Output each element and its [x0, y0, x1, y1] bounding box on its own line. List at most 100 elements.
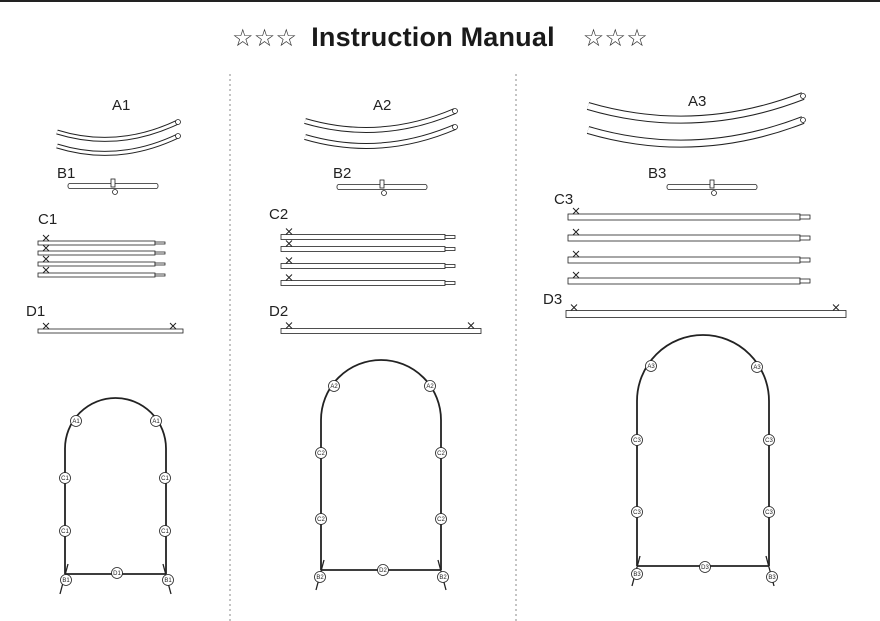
straight-rod-c	[37, 240, 156, 246]
part-tag-label: C2	[317, 517, 325, 523]
straight-rod-c	[37, 272, 156, 278]
part-tag-circle	[59, 525, 71, 537]
part-tag-label: B1	[164, 578, 172, 584]
rod-insert-end	[154, 262, 166, 266]
part-label-d: D2	[269, 303, 288, 320]
base-rod-d	[565, 310, 847, 318]
connector-knob-icon	[285, 257, 293, 264]
base-rod-d	[37, 328, 184, 334]
page-title: ☆☆☆ Instruction Manual ☆☆☆	[0, 22, 880, 53]
part-label-c: C3	[554, 191, 573, 208]
part-label-c: C2	[269, 206, 288, 223]
rod-insert-end	[799, 278, 811, 284]
part-tag-label: C1	[161, 529, 169, 535]
part-tag-circle	[766, 571, 778, 583]
part-tag-circle	[435, 513, 447, 525]
curved-rod-a-inner	[304, 109, 456, 132]
connector-knob-icon	[42, 244, 50, 252]
connector-knob-icon	[832, 304, 840, 311]
part-tag-label: B2	[316, 575, 324, 581]
part-tag-label: C3	[633, 510, 641, 516]
part-tag-circle	[763, 434, 775, 446]
curved-rod-a-inner	[587, 93, 805, 123]
part-tag-circle	[60, 574, 72, 586]
part-tag-label: A2	[426, 384, 434, 390]
part-tag-label: B2	[439, 575, 447, 581]
connector-knob-icon	[42, 322, 50, 330]
rod-end-cap	[175, 119, 181, 125]
part-tag-circle	[435, 447, 447, 459]
part-tag-label: B3	[633, 572, 641, 578]
connector-screw-icon	[112, 189, 118, 195]
part-tag-circle	[159, 472, 171, 484]
curved-rod-a-inner	[304, 125, 456, 148]
assembled-arch-frame	[64, 397, 167, 574]
rod-end-cap	[175, 133, 181, 139]
part-tag-label: C3	[765, 510, 773, 516]
rod-insert-end	[154, 241, 166, 245]
part-tag-circle	[424, 380, 436, 392]
part-tag-label: C1	[61, 529, 69, 535]
straight-rod-c	[567, 277, 801, 285]
straight-rod-c	[37, 261, 156, 267]
connector-knob-icon	[169, 322, 177, 330]
rod-insert-end	[444, 281, 456, 285]
connector-knob-icon	[285, 228, 293, 235]
connector-stem	[379, 179, 385, 189]
rod-insert-end	[444, 235, 456, 239]
rod-end-cap	[452, 108, 458, 114]
part-tag-label: C2	[437, 451, 445, 457]
part-tag-circle	[159, 525, 171, 537]
assembled-arch-frame	[636, 334, 770, 566]
connector-knob-icon	[467, 322, 475, 329]
part-tag-circle	[328, 380, 340, 392]
part-tag-circle	[631, 506, 643, 518]
part-tag-circle	[59, 472, 71, 484]
straight-rod-c	[567, 256, 801, 264]
part-tag-label: B1	[62, 578, 70, 584]
part-tag-label: C2	[437, 517, 445, 523]
rod-insert-end	[799, 214, 811, 220]
part-tag-label: B3	[768, 575, 776, 581]
part-tag-label: C3	[633, 438, 641, 444]
part-label-b: B2	[333, 165, 351, 182]
connector-stem	[110, 178, 116, 188]
part-label-d: D1	[26, 303, 45, 320]
part-tag-label: A2	[330, 384, 338, 390]
part-label-a: A2	[373, 97, 391, 114]
base-rod-d	[280, 328, 482, 334]
connector-knob-icon	[42, 266, 50, 274]
part-label-b: B1	[57, 165, 75, 182]
part-tag-circle	[377, 564, 389, 576]
part-tag-circle	[645, 360, 657, 372]
rod-end-cap	[452, 124, 458, 130]
part-tag-circle	[437, 571, 449, 583]
title-text: Instruction Manual	[311, 22, 555, 52]
connector-knob-icon	[42, 255, 50, 263]
part-label-a: A3	[688, 93, 706, 110]
stars-left-icon: ☆☆☆	[232, 25, 298, 52]
rod-insert-end	[799, 257, 811, 263]
rod-end-cap	[800, 93, 806, 99]
stars-right-icon: ☆☆☆	[582, 25, 648, 52]
connector-knob-icon	[570, 304, 578, 311]
curved-rod-a-inner	[56, 134, 179, 155]
part-tag-label: A3	[647, 364, 655, 370]
connector-knob-icon	[42, 234, 50, 242]
straight-rod-c	[567, 234, 801, 242]
rod-insert-end	[154, 251, 166, 255]
rod-insert-end	[799, 235, 811, 241]
part-tag-circle	[162, 574, 174, 586]
curved-rod-a-inner	[587, 117, 805, 147]
straight-rod-c	[280, 234, 446, 240]
part-label-d: D3	[543, 291, 562, 308]
part-tag-circle	[314, 571, 326, 583]
part-tag-label: C2	[317, 451, 325, 457]
assembled-arch-frame	[320, 359, 442, 570]
straight-rod-c	[280, 263, 446, 269]
straight-rod-c	[567, 213, 801, 221]
part-label-c: C1	[38, 211, 57, 228]
part-tag-label: D3	[701, 565, 709, 571]
part-tag-circle	[150, 415, 162, 427]
